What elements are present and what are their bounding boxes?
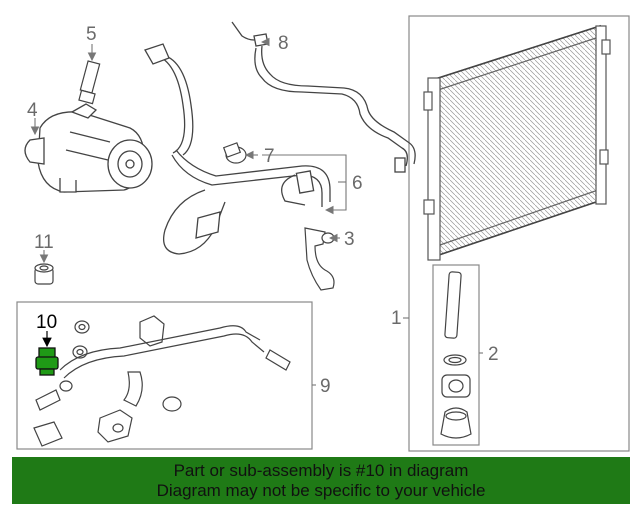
drier-group-box xyxy=(432,264,480,446)
callout-9: 9 xyxy=(320,376,331,397)
pressure-switch xyxy=(222,142,247,164)
banner-line-2: Diagram may not be specific to your vehi… xyxy=(156,480,486,500)
condenser-group-box xyxy=(408,15,630,452)
callout-7: 7 xyxy=(264,146,275,167)
callout-1: 1 xyxy=(391,308,402,329)
receiver-drier-parts xyxy=(440,271,472,439)
callout-6: 6 xyxy=(352,173,363,194)
callout-8: 8 xyxy=(278,33,289,54)
hose-fitting xyxy=(304,227,335,291)
rubber-cap xyxy=(34,263,54,285)
callout-4: 4 xyxy=(27,100,38,121)
highlighted-part-10 xyxy=(35,347,59,376)
banner-line-1: Part or sub-assembly is #10 in diagram xyxy=(173,460,469,480)
callout-10: 10 xyxy=(36,312,57,333)
condenser-core xyxy=(423,24,611,261)
compressor xyxy=(24,103,153,193)
kit-group-box xyxy=(16,301,313,450)
bolt-part xyxy=(78,60,101,105)
callout-3: 3 xyxy=(344,229,355,250)
suction-hose xyxy=(144,43,331,255)
leader-lines xyxy=(30,37,483,386)
kit-parts xyxy=(33,315,291,447)
info-banner: Part or sub-assembly is #10 in diagram D… xyxy=(12,457,630,504)
callout-2: 2 xyxy=(488,344,499,365)
liquid-line xyxy=(231,21,416,173)
callout-5: 5 xyxy=(86,24,97,45)
callout-11: 11 xyxy=(34,232,54,253)
